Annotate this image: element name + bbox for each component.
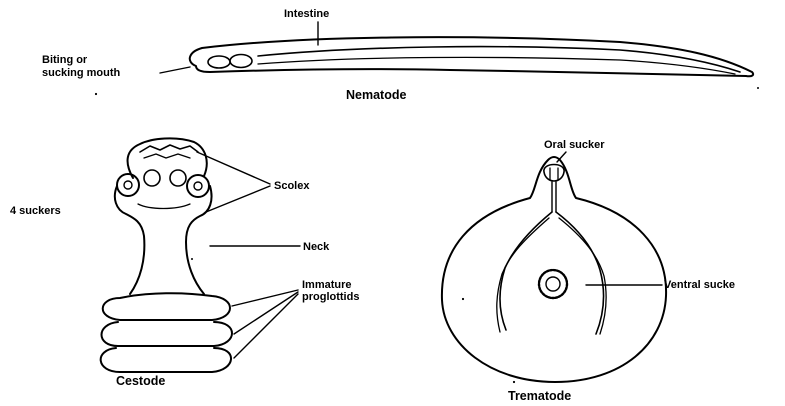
- cestode-sucker: [144, 170, 160, 186]
- label-neck: Neck: [303, 241, 329, 253]
- trematode-oral-sucker: [544, 165, 564, 182]
- label-intestine: Intestine: [284, 8, 329, 20]
- cestode-sucker: [117, 174, 139, 196]
- nematode-figure: [160, 22, 753, 76]
- label-ventral-sucker: Ventral sucke: [664, 279, 735, 291]
- label-trematode: Trematode: [508, 390, 571, 402]
- trematode-ventral-sucker: [539, 270, 567, 298]
- label-oral-sucker: Oral sucker: [544, 139, 605, 151]
- cestode-sucker: [187, 175, 209, 197]
- scan-specks: [95, 87, 759, 383]
- trematode-intestine-left: [500, 212, 552, 330]
- leader-mouth: [160, 67, 190, 73]
- cestode-sucker: [170, 170, 186, 186]
- cestode-proglottid: [101, 348, 231, 372]
- label-cestode: Cestode: [116, 375, 165, 387]
- label-mouth-line1: Biting or: [42, 54, 87, 66]
- nematode-pharynx-bulb: [208, 56, 230, 68]
- nematode-pharynx-bulb: [230, 55, 252, 68]
- label-scolex: Scolex: [274, 180, 309, 192]
- cestode-figure: [101, 138, 300, 372]
- label-mouth-line2: sucking mouth: [42, 67, 120, 79]
- label-proglottids-line1: Immature: [302, 279, 352, 291]
- leader-scolex-bottom: [206, 186, 270, 212]
- trematode-figure: [442, 152, 666, 382]
- cestode-proglottid: [102, 322, 233, 346]
- label-4-suckers: 4 suckers: [10, 205, 61, 217]
- cestode-proglottid: [103, 293, 230, 320]
- label-proglottids-line2: proglottids: [302, 291, 359, 303]
- label-nematode: Nematode: [346, 89, 406, 101]
- leader-scolex-top: [197, 152, 270, 184]
